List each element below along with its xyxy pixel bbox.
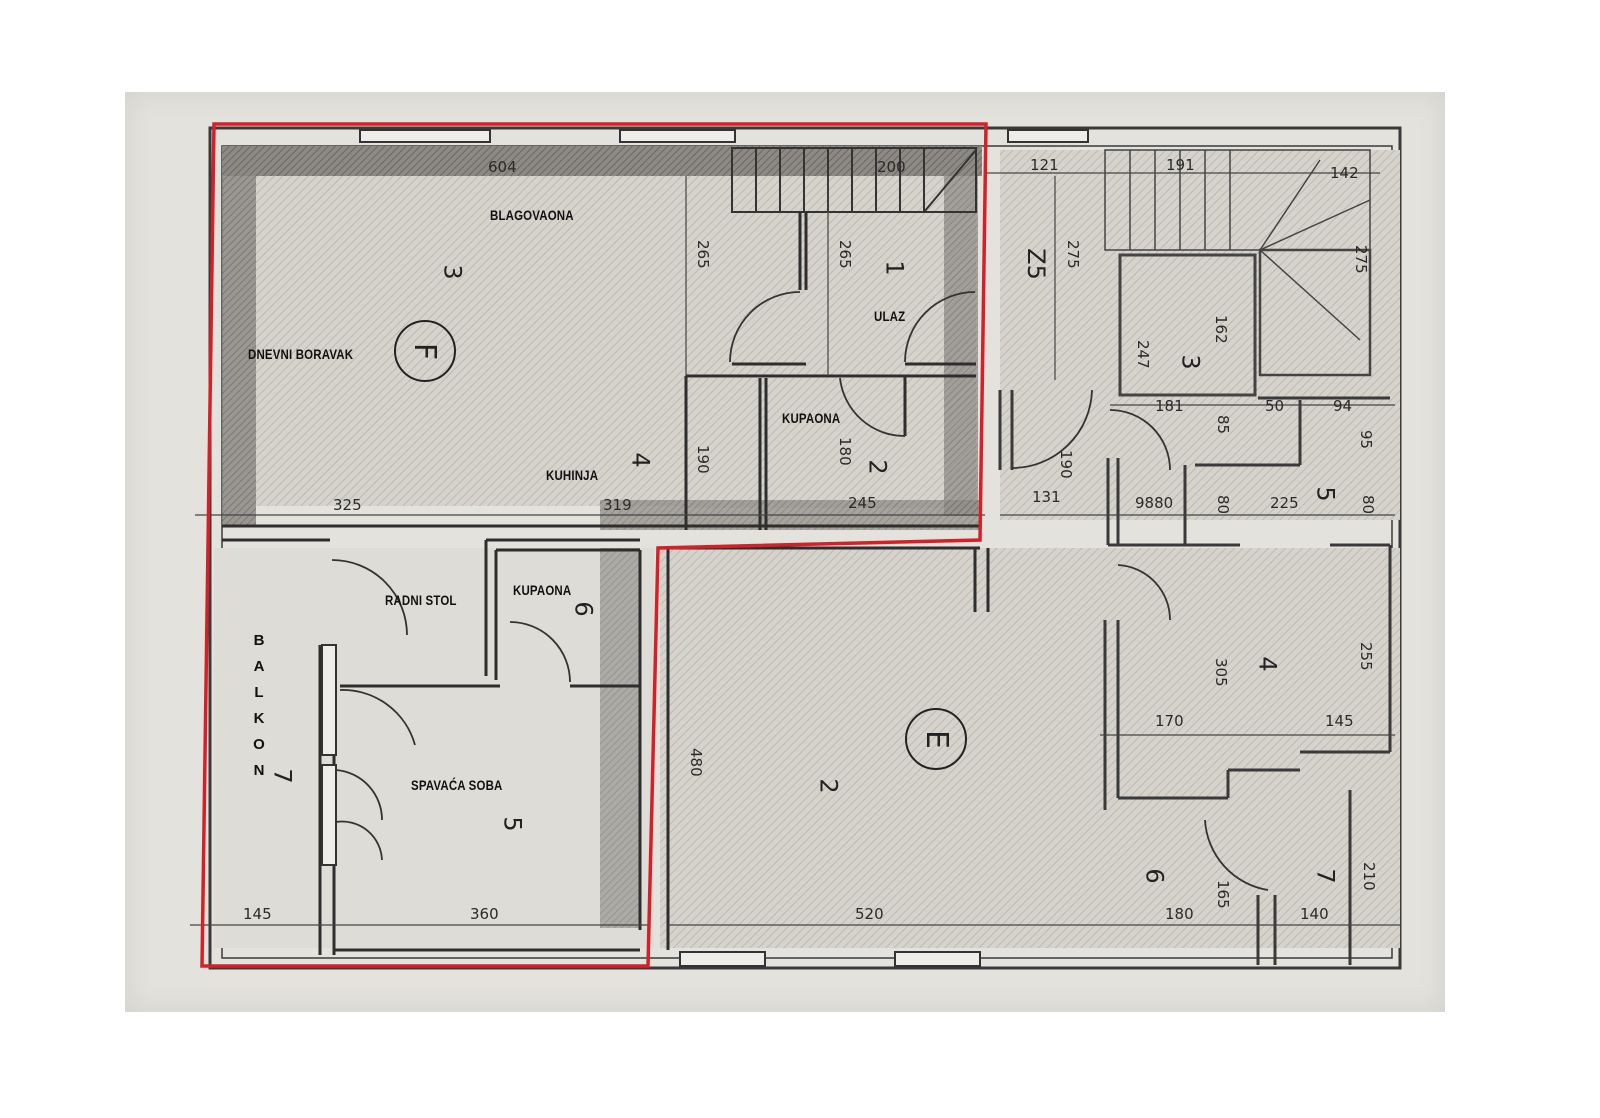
dimension: 480 bbox=[687, 748, 705, 777]
dimension: 225 bbox=[1270, 494, 1299, 512]
staircase-f bbox=[731, 147, 977, 213]
room-label-kupaona-top: KUPAONA bbox=[782, 410, 841, 426]
dimension: 265 bbox=[694, 240, 712, 269]
room-number: 5 bbox=[498, 816, 527, 832]
dimension-lines bbox=[190, 172, 1400, 926]
room-number: 3 bbox=[438, 264, 467, 280]
dimension: 142 bbox=[1330, 164, 1359, 182]
dimension: 190 bbox=[1057, 450, 1075, 479]
dimension: 275 bbox=[1352, 245, 1370, 274]
dimension: 319 bbox=[603, 496, 632, 514]
room-number: 7 bbox=[268, 768, 297, 784]
room-number: Z5 bbox=[1021, 248, 1050, 280]
room-label-balkon: B A L K O N bbox=[253, 632, 265, 779]
top-wall-band bbox=[222, 146, 982, 176]
dimension: 94 bbox=[1333, 397, 1353, 415]
apartment-marker-f: F bbox=[394, 320, 456, 382]
dimension: 604 bbox=[488, 158, 517, 176]
room-number: 4 bbox=[626, 452, 655, 468]
dimension: 50 bbox=[1265, 397, 1285, 415]
windows bbox=[321, 129, 1089, 967]
room-number: 1 bbox=[880, 260, 909, 276]
room-label-kuhinja: KUHINJA bbox=[546, 467, 599, 483]
room-label-spavaca-soba: SPAVAĆA SOBA bbox=[411, 777, 503, 793]
room-number: 6 bbox=[569, 601, 598, 617]
room-number: 7 bbox=[1311, 868, 1340, 884]
door-swings bbox=[331, 291, 1269, 891]
dimension: 95 bbox=[1357, 430, 1375, 450]
dimension: 140 bbox=[1300, 905, 1329, 923]
room-number: 2 bbox=[863, 459, 892, 475]
dimension: 85 bbox=[1214, 415, 1232, 435]
dimension: 191 bbox=[1166, 156, 1195, 174]
dimension: 265 bbox=[836, 240, 854, 269]
staircase-e bbox=[1104, 149, 1372, 397]
interior-walls-f bbox=[222, 212, 990, 955]
highlight-outline bbox=[200, 122, 988, 968]
left-wall-band bbox=[222, 146, 256, 526]
apartment-marker-e: E bbox=[905, 708, 967, 770]
dimension: 255 bbox=[1357, 642, 1375, 671]
room-number: 3 bbox=[1176, 354, 1205, 370]
room-number: 2 bbox=[814, 778, 843, 794]
dimension: 80 bbox=[1359, 495, 1377, 515]
dimension: 180 bbox=[836, 437, 854, 466]
room-label-kupaona-mid: KUPAONA bbox=[513, 582, 572, 598]
dimension: 145 bbox=[243, 905, 272, 923]
room-number: 6 bbox=[1140, 868, 1169, 884]
dimension: 181 bbox=[1155, 397, 1184, 415]
dimension: 170 bbox=[1155, 712, 1184, 730]
room-label-ulaz: ULAZ bbox=[874, 308, 906, 324]
dimension: 190 bbox=[694, 445, 712, 474]
dimension: 305 bbox=[1212, 658, 1230, 687]
dimension: 210 bbox=[1360, 862, 1378, 891]
dimension: 247 bbox=[1134, 340, 1152, 369]
dimension: 80 bbox=[1214, 495, 1232, 515]
dimension: 145 bbox=[1325, 712, 1354, 730]
dimension: 165 bbox=[1214, 880, 1232, 909]
dimension: 200 bbox=[877, 158, 906, 176]
room-label-blagovaona: BLAGOVAONA bbox=[490, 207, 574, 223]
dimension: 325 bbox=[333, 496, 362, 514]
dimension: 162 bbox=[1212, 315, 1230, 344]
room-number: 4 bbox=[1253, 656, 1282, 672]
dimension: 245 bbox=[848, 494, 877, 512]
dimension: 520 bbox=[855, 905, 884, 923]
dimension: 121 bbox=[1030, 156, 1059, 174]
interior-walls-e bbox=[998, 390, 1392, 965]
dimension: 9880 bbox=[1135, 494, 1174, 512]
room-label-dnevni-boravak: DNEVNI BORAVAK bbox=[248, 346, 354, 362]
room-number: 5 bbox=[1311, 486, 1340, 502]
room-label-radni-stol: RADNI STOL bbox=[385, 592, 457, 608]
dimension: 275 bbox=[1064, 240, 1082, 269]
dimension: 131 bbox=[1032, 488, 1061, 506]
dimension: 180 bbox=[1165, 905, 1194, 923]
dimension: 360 bbox=[470, 905, 499, 923]
